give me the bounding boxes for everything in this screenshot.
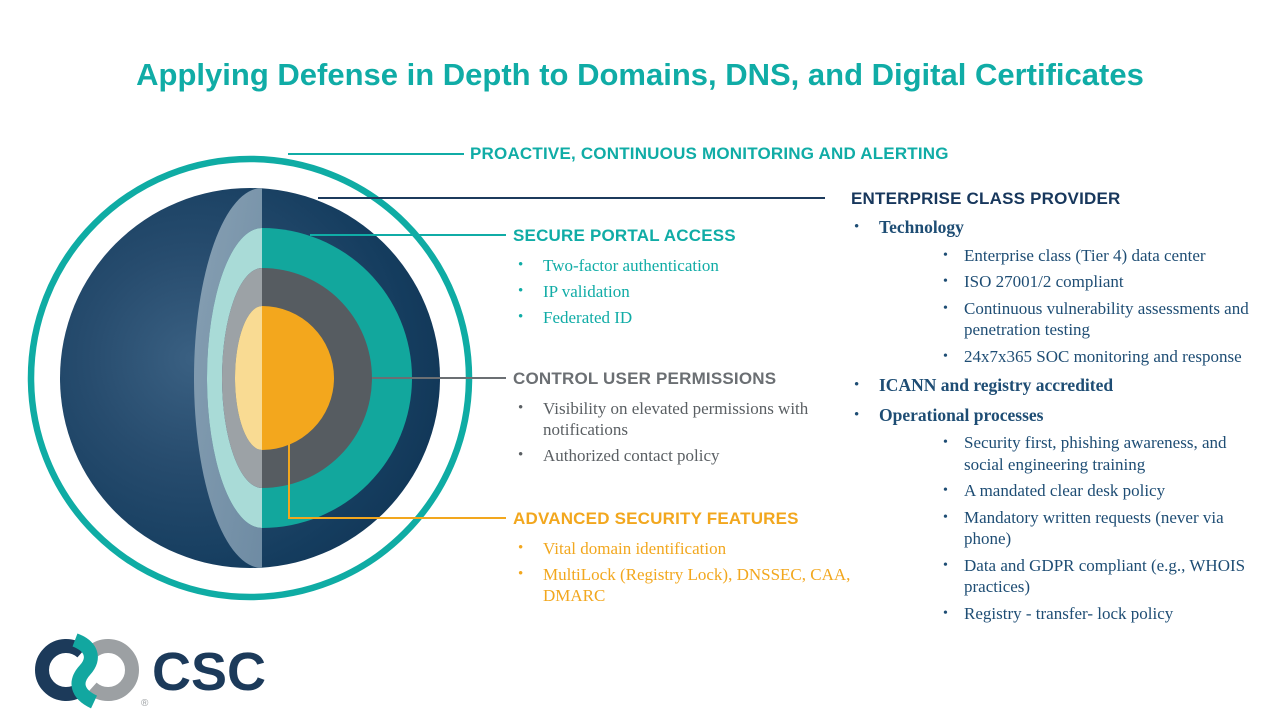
list-item: Authorized contact policy xyxy=(513,445,843,466)
operational-sublist: Security first, phishing awareness, and … xyxy=(879,432,1253,624)
callout-line-secure-portal xyxy=(310,234,506,236)
registered-trademark-symbol: ® xyxy=(141,698,149,709)
list-item-text: Security first, phishing awareness, and … xyxy=(964,433,1227,474)
callout-control-user: CONTROL USER PERMISSIONS Visibility on e… xyxy=(513,369,843,471)
callout-line-control-user xyxy=(372,377,506,379)
csc-logo-gray-ring xyxy=(87,639,139,701)
list-item-icann: ICANN and registry accredited xyxy=(851,375,1253,397)
list-item-text: Enterprise class (Tier 4) data center xyxy=(964,245,1206,265)
technology-sublist: Enterprise class (Tier 4) data center IS… xyxy=(879,245,1253,368)
list-item: 24x7x365 SOC monitoring and response xyxy=(879,346,1253,368)
list-item-text: ICANN and registry accredited xyxy=(879,375,1114,395)
list-item-text: 24x7x365 SOC monitoring and response xyxy=(964,346,1242,366)
callout-monitoring: PROACTIVE, CONTINUOUS MONITORING AND ALE… xyxy=(470,144,949,164)
navy-shell-cut-face xyxy=(194,188,262,568)
list-item-text: Operational processes xyxy=(879,404,1044,425)
callout-line-advanced-horizontal xyxy=(288,517,506,519)
list-item: MultiLock (Registry Lock), DNSSEC, CAA, … xyxy=(513,564,858,606)
list-item-text: Data and GDPR compliant (e.g., WHOIS pra… xyxy=(964,555,1246,597)
list-item-text: IP validation xyxy=(543,282,630,301)
list-item-text: Registry - transfer- lock policy xyxy=(964,603,1174,623)
sphere-diagram xyxy=(27,155,473,601)
list-item-text: ISO 27001/2 compliant xyxy=(964,272,1124,291)
list-item: Two-factor authentication xyxy=(513,255,843,276)
callout-line-advanced-vertical xyxy=(288,444,290,519)
list-item: Data and GDPR compliant (e.g., WHOIS pra… xyxy=(879,555,1253,598)
list-item-operational: Operational processes Security first, ph… xyxy=(851,405,1253,625)
list-item: Mandatory written requests (never via ph… xyxy=(879,507,1253,550)
callout-line-monitoring xyxy=(288,153,464,155)
callout-advanced-security: ADVANCED SECURITY FEATURES Vital domain … xyxy=(513,509,858,611)
advanced-security-core-dome xyxy=(262,306,334,450)
list-item-text: Federated ID xyxy=(543,308,633,327)
callout-line-enterprise xyxy=(318,197,825,199)
csc-logo-navy-ring xyxy=(35,639,87,701)
list-item-technology: Technology Enterprise class (Tier 4) dat… xyxy=(851,217,1253,367)
list-item-text: Two-factor authentication xyxy=(543,256,719,275)
csc-logo: ® CSC xyxy=(35,633,266,709)
callout-secure-portal-list: Two-factor authentication IP validation … xyxy=(513,255,843,328)
list-item-text: Continuous vulnerability assessments and… xyxy=(964,298,1249,340)
callout-control-user-label: CONTROL USER PERMISSIONS xyxy=(513,369,777,388)
list-item-text: A mandated clear desk policy xyxy=(964,481,1166,500)
callout-advanced-security-list: Vital domain identification MultiLock (R… xyxy=(513,538,858,606)
core-cut-face xyxy=(235,306,262,450)
list-item: Vital domain identification xyxy=(513,538,858,559)
list-item-text: Technology xyxy=(879,217,964,237)
enterprise-section: ENTERPRISE CLASS PROVIDER Technology Ent… xyxy=(851,189,1253,629)
list-item: Federated ID xyxy=(513,307,843,328)
list-item-text: Visibility on elevated permissions with … xyxy=(543,399,809,439)
list-item: IP validation xyxy=(513,281,843,302)
list-item-text: Vital domain identification xyxy=(543,539,727,558)
list-item-text: Authorized contact policy xyxy=(543,446,720,465)
gray-shell-cut-face xyxy=(222,268,262,488)
list-item-text: Mandatory written requests (never via ph… xyxy=(964,507,1224,549)
callout-advanced-security-label: ADVANCED SECURITY FEATURES xyxy=(513,509,799,528)
list-item: Continuous vulnerability assessments and… xyxy=(879,298,1253,341)
list-item: Enterprise class (Tier 4) data center xyxy=(879,245,1253,267)
enterprise-heading: ENTERPRISE CLASS PROVIDER xyxy=(851,189,1121,208)
callout-monitoring-label: PROACTIVE, CONTINUOUS MONITORING AND ALE… xyxy=(470,144,949,163)
list-item-text: MultiLock (Registry Lock), DNSSEC, CAA, … xyxy=(543,565,851,605)
list-item: ISO 27001/2 compliant xyxy=(879,271,1253,293)
list-item: Security first, phishing awareness, and … xyxy=(879,432,1253,475)
list-item: Visibility on elevated permissions with … xyxy=(513,398,843,440)
callout-secure-portal-label: SECURE PORTAL ACCESS xyxy=(513,226,736,245)
teal-shell-cut-face xyxy=(207,228,262,528)
enterprise-list: Technology Enterprise class (Tier 4) dat… xyxy=(851,217,1253,624)
callout-control-user-list: Visibility on elevated permissions with … xyxy=(513,398,843,466)
csc-logo-teal-swoosh xyxy=(71,633,98,709)
list-item: Registry - transfer- lock policy xyxy=(879,603,1253,625)
page-title: Applying Defense in Depth to Domains, DN… xyxy=(136,56,1144,92)
callout-secure-portal: SECURE PORTAL ACCESS Two-factor authenti… xyxy=(513,226,843,333)
list-item: A mandated clear desk policy xyxy=(879,480,1253,502)
csc-logo-text: CSC xyxy=(152,642,266,702)
